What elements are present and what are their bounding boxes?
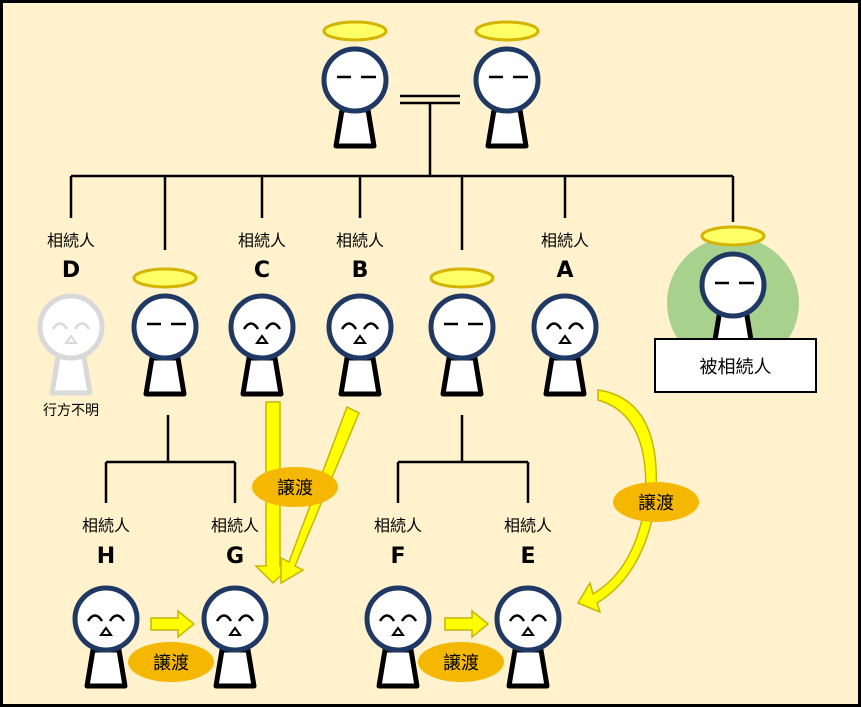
person-h (72, 585, 140, 686)
person-b (326, 293, 394, 394)
person-letter-g: G (225, 544, 245, 569)
heir-label-f: 相続人 (373, 516, 423, 535)
heir-label-h: 相続人 (81, 516, 131, 535)
transfer-arrow-h-to-g (150, 609, 196, 639)
deceased-child-left (131, 267, 199, 394)
person-letter-f: F (390, 544, 406, 569)
transfer-badge-cb: 譲渡 (252, 467, 338, 507)
halo-icon (700, 225, 766, 247)
person-letter-c: C (253, 258, 271, 283)
grandparent-left (321, 20, 389, 146)
person-letter-b: B (351, 258, 369, 283)
person-letter-h: H (96, 544, 116, 569)
transfer-arrow-f-to-e (444, 609, 490, 639)
person-a (531, 293, 599, 394)
heir-label-b: 相続人 (335, 231, 385, 250)
heir-label-g: 相続人 (210, 516, 260, 535)
person-g (201, 585, 269, 686)
transfer-badge-a: 譲渡 (613, 482, 699, 522)
decedent-person (699, 225, 767, 346)
decedent-label: 被相続人 (699, 356, 772, 378)
transfer-arrow-a-to-e (576, 389, 658, 614)
family-tree-lines (69, 94, 735, 503)
heir-label-c: 相続人 (237, 231, 287, 250)
heir-label-d: 相続人 (46, 231, 96, 250)
person-letter-a: A (556, 258, 574, 283)
person-letter-e: E (520, 544, 536, 569)
heir-label-e: 相続人 (503, 516, 553, 535)
transfer-badge-f: 譲渡 (418, 642, 504, 682)
grandparent-right (473, 20, 541, 146)
person-letter-d: D (61, 258, 81, 283)
person-f (364, 585, 432, 686)
halo-icon (322, 20, 388, 42)
halo-icon (429, 267, 495, 289)
heir-label-a: 相続人 (540, 231, 590, 250)
person-e (494, 585, 562, 686)
halo-icon (132, 267, 198, 289)
deceased-child-right (428, 267, 496, 394)
person-c (228, 293, 296, 394)
halo-icon (474, 20, 540, 42)
missing-label: 行方不明 (43, 403, 99, 419)
decedent-label-box: 被相続人 (654, 338, 817, 393)
person-d-missing (37, 293, 105, 396)
transfer-badge-h: 譲渡 (128, 642, 214, 682)
